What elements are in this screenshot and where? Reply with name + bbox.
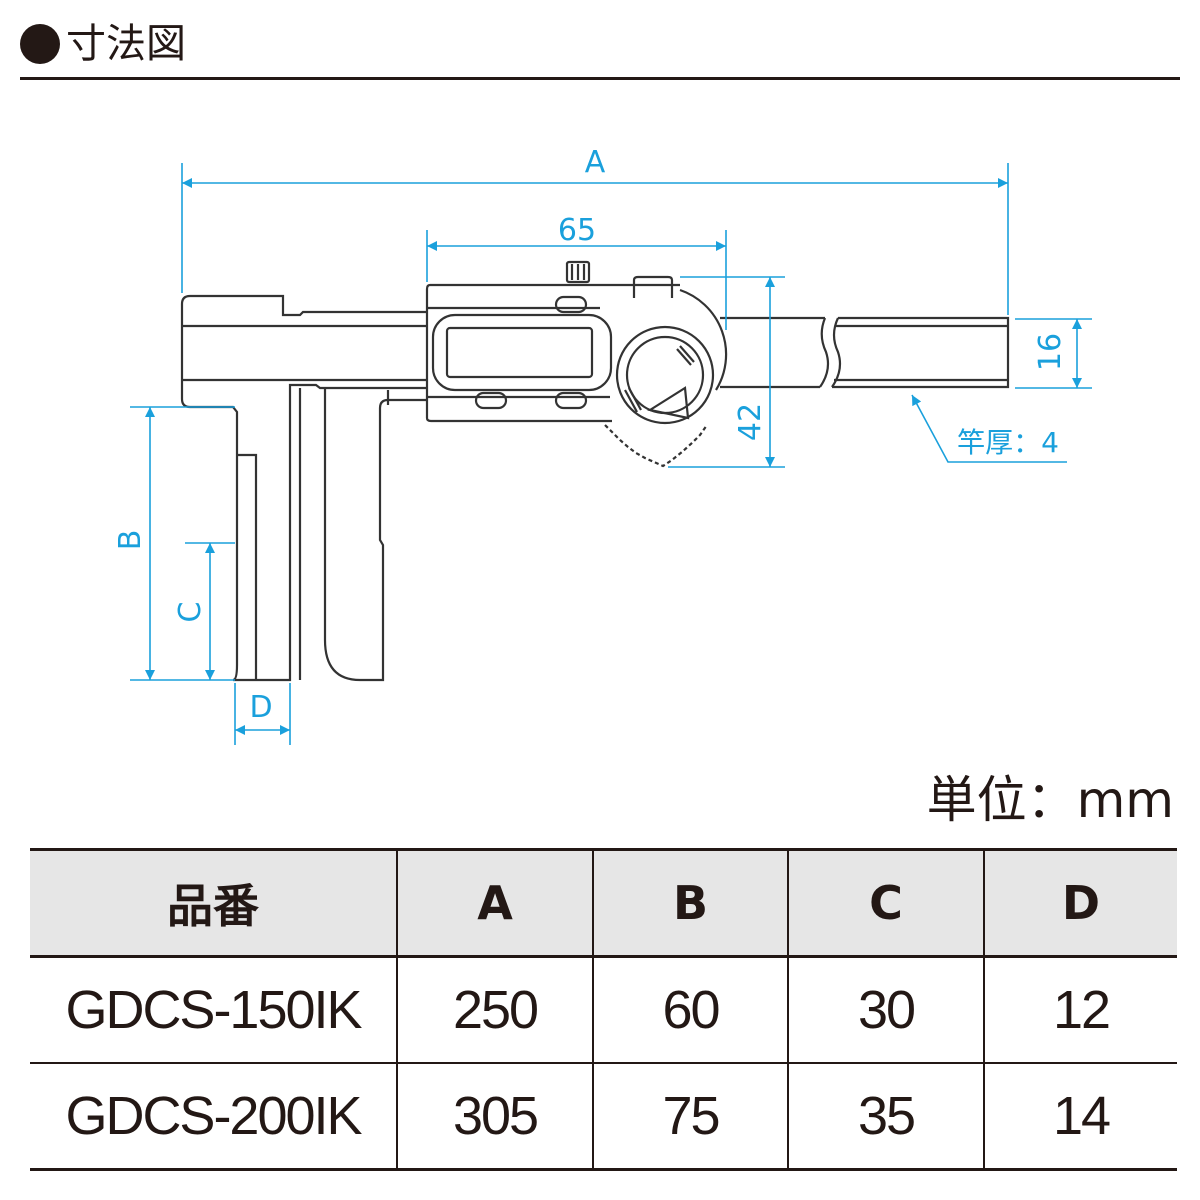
cell-a: 305 [396, 1062, 594, 1171]
section-title: 寸法図 [20, 18, 186, 70]
dimension-table: 品番 A B C D GDCS-150IK 250 60 30 12 GDCS-… [30, 848, 1177, 1171]
label-65: 65 [558, 213, 596, 248]
label-42: 42 [733, 403, 768, 441]
cell-a: 250 [396, 955, 594, 1064]
cell-c: 35 [787, 1062, 985, 1171]
table-header-row: 品番 A B C D [30, 848, 1177, 958]
header-a: A [396, 848, 594, 958]
cell-d: 12 [983, 955, 1177, 1064]
cell-c: 30 [787, 955, 985, 1064]
label-b: B [113, 530, 148, 551]
header-b: B [592, 848, 789, 958]
cell-d: 14 [983, 1062, 1177, 1171]
table-row: GDCS-150IK 250 60 30 12 [30, 955, 1177, 1064]
cell-part-number: GDCS-150IK [30, 955, 398, 1064]
cell-b: 60 [592, 955, 789, 1064]
label-a: A [585, 145, 606, 180]
table-row: GDCS-200IK 305 75 35 14 [30, 1062, 1177, 1171]
header-c: C [787, 848, 985, 958]
label-16: 16 [1033, 333, 1068, 371]
cell-part-number: GDCS-200IK [30, 1062, 398, 1171]
unit-label: 単位：mm [926, 771, 1174, 829]
title-divider [20, 77, 1180, 80]
dimension-lines [130, 163, 1092, 745]
header-d: D [983, 848, 1177, 958]
cell-b: 75 [592, 1062, 789, 1171]
label-c: C [173, 602, 208, 623]
caliper-outline [180, 260, 1010, 682]
header-part-number: 品番 [30, 848, 398, 958]
bullet-icon [20, 24, 60, 64]
section-title-text: 寸法図 [66, 21, 186, 67]
dimension-drawing: A 65 42 16 B C D 竿厚：4 [113, 145, 1092, 745]
label-d: D [249, 690, 272, 725]
label-beam-thickness: 竿厚：4 [957, 426, 1059, 459]
